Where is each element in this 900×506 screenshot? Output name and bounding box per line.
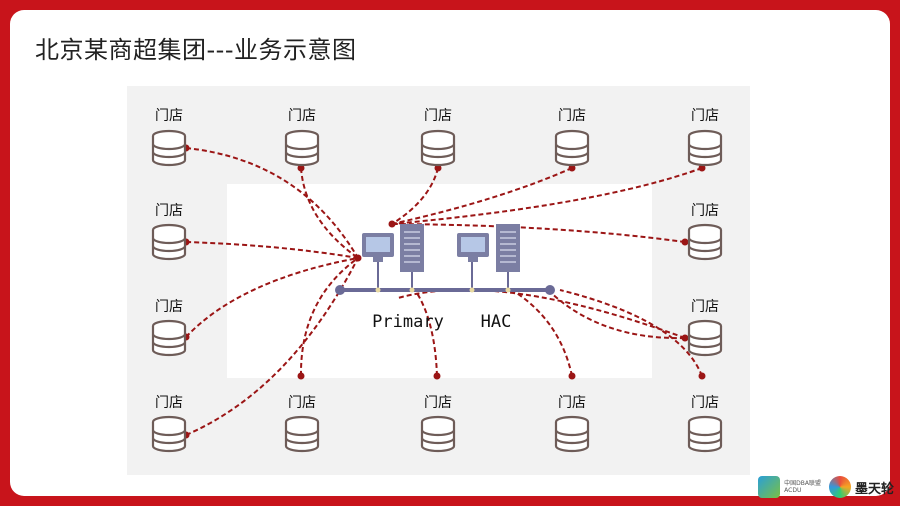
dba-logo: 中国DBA联盟 ACDU xyxy=(758,476,821,498)
store-node: 门店 xyxy=(687,203,723,261)
link-dot xyxy=(681,238,689,246)
link-dot xyxy=(297,164,305,172)
store-label: 门店 xyxy=(424,395,452,411)
store-node: 门店 xyxy=(151,108,187,167)
link-dot xyxy=(698,372,706,380)
store-label: 门店 xyxy=(424,108,452,124)
link-dot xyxy=(568,164,576,172)
dba-logo-icon xyxy=(758,476,781,498)
footer-logos: 中国DBA联盟 ACDU 墨天轮 xyxy=(758,472,894,502)
network-bus xyxy=(335,262,555,295)
store-label: 门店 xyxy=(558,395,586,411)
store-node: 门店 xyxy=(554,108,590,167)
server-rack-icon xyxy=(400,224,424,272)
link-line xyxy=(185,257,359,338)
store-node: 门店 xyxy=(687,395,723,453)
link-dot xyxy=(297,372,305,380)
link-line xyxy=(299,257,359,377)
link-dot xyxy=(433,372,441,380)
store-node: 门店 xyxy=(420,395,456,453)
store-label: 门店 xyxy=(155,299,183,315)
dba-logo-title: 中国DBA联盟 xyxy=(784,480,821,487)
store-label: 门店 xyxy=(691,108,719,124)
motian-logo-icon xyxy=(828,476,851,498)
link-lines xyxy=(185,147,703,436)
page-title: 北京某商超集团---业务示意图 xyxy=(35,36,357,64)
link-line xyxy=(391,223,686,243)
link-line xyxy=(391,167,703,225)
primary-server xyxy=(362,224,424,272)
store-label: 门店 xyxy=(155,108,183,124)
store-node: 门店 xyxy=(284,108,320,167)
store-node: 门店 xyxy=(284,395,320,453)
store-label: 门店 xyxy=(558,108,586,124)
store-label: 门店 xyxy=(691,203,719,219)
link-dot xyxy=(388,220,396,228)
store-node: 门店 xyxy=(687,108,723,167)
dba-logo-sub: ACDU xyxy=(784,487,802,494)
store-node: 门店 xyxy=(554,395,590,453)
link-dot xyxy=(434,164,442,172)
link-line xyxy=(391,167,439,225)
store-node: 门店 xyxy=(420,108,456,167)
link-line xyxy=(185,241,359,259)
link-line xyxy=(185,147,359,259)
store-node: 门店 xyxy=(687,299,723,357)
store-label: 门店 xyxy=(155,395,183,411)
inner-panel xyxy=(227,184,652,378)
store-label: 门店 xyxy=(691,299,719,315)
server-rack-icon xyxy=(496,224,520,272)
hac-server xyxy=(457,224,520,272)
link-dot xyxy=(698,164,706,172)
link-line xyxy=(511,289,573,377)
store-node: 门店 xyxy=(151,203,187,261)
store-label: 门店 xyxy=(288,108,316,124)
primary-label: Primary xyxy=(372,312,444,332)
link-dot xyxy=(354,254,362,262)
link-line xyxy=(391,167,573,225)
motian-logo-text: 墨天轮 xyxy=(854,481,894,497)
link-line xyxy=(397,288,686,339)
store-label: 门店 xyxy=(288,395,316,411)
link-line xyxy=(414,289,438,377)
store-node: 门店 xyxy=(151,395,187,453)
store-node: 门店 xyxy=(151,299,187,357)
link-dot xyxy=(681,334,689,342)
link-line xyxy=(300,167,359,259)
store-label: 门店 xyxy=(155,203,183,219)
link-dot xyxy=(568,372,576,380)
motian-logo: 墨天轮 xyxy=(828,476,894,498)
store-label: 门店 xyxy=(691,395,719,411)
hac-label: HAC xyxy=(481,312,512,332)
link-line xyxy=(185,257,359,436)
